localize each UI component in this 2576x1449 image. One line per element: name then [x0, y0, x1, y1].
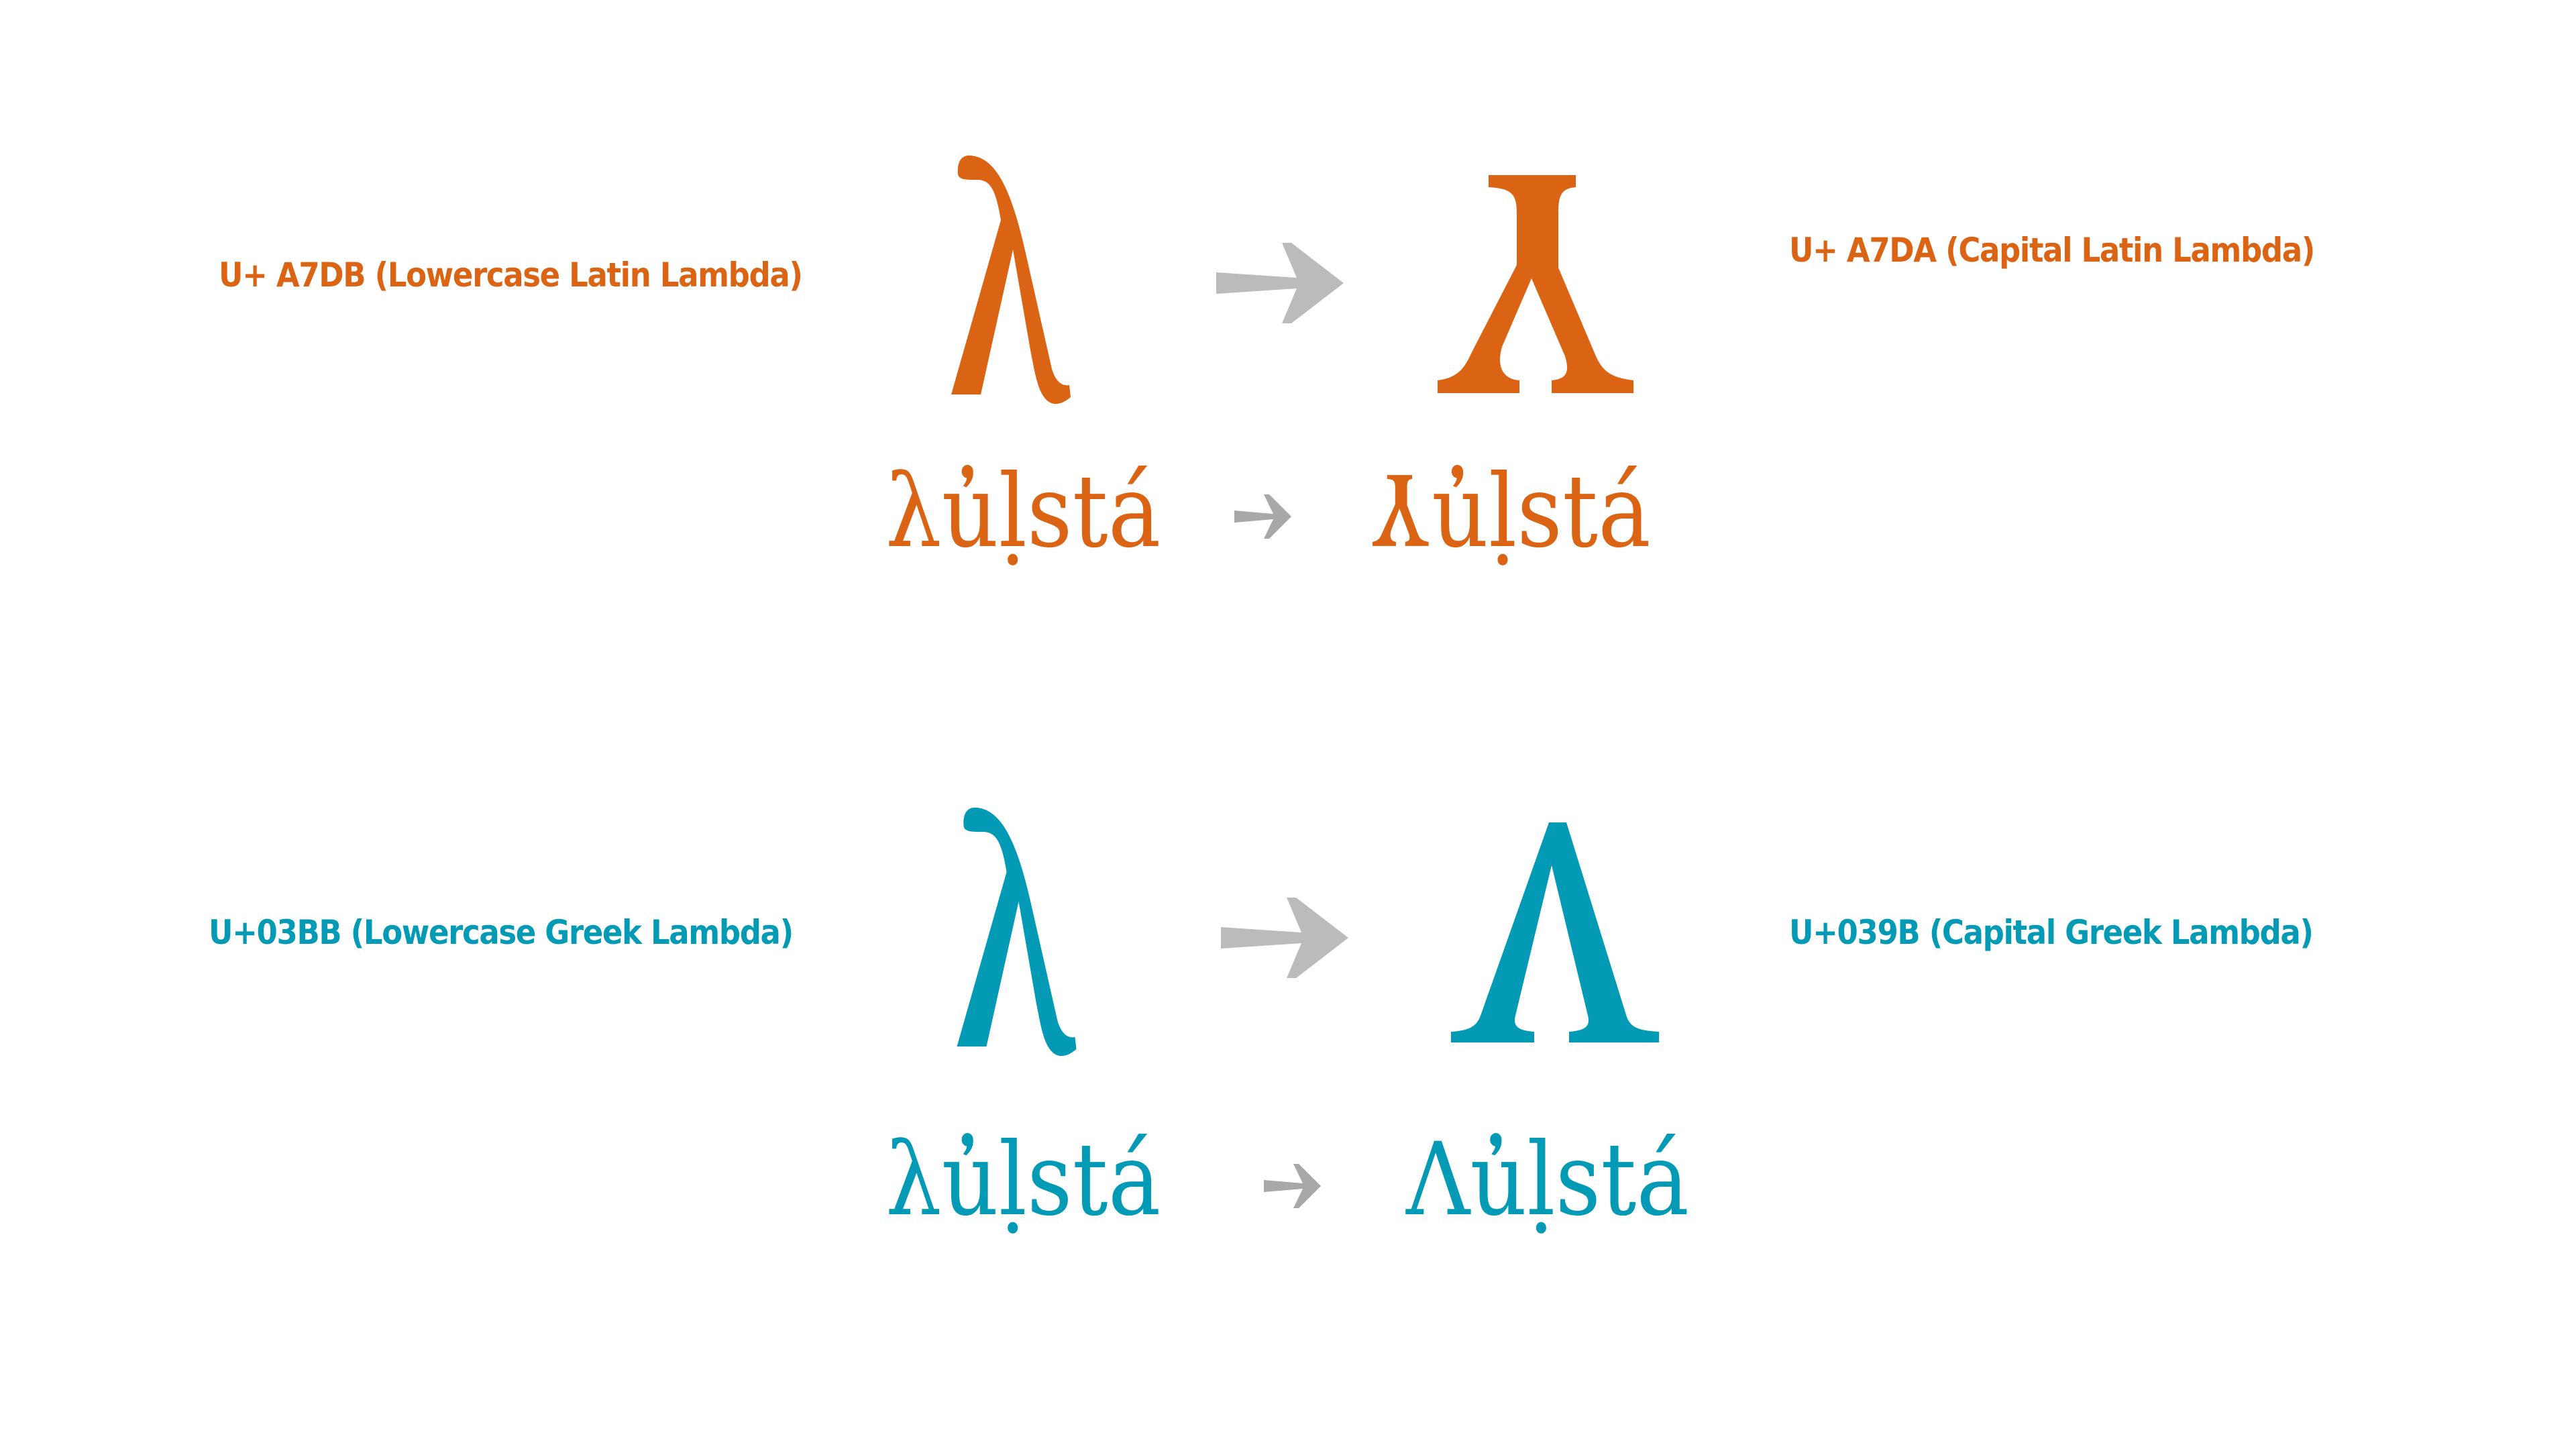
word-text: λu̓ḷstá — [885, 1122, 1161, 1238]
latin-lowercase-lambda-glyph — [951, 155, 1126, 405]
right-arrow-icon — [1264, 1164, 1321, 1208]
word-text: λu̓ḷstá — [885, 453, 1161, 570]
latin-lowercase-example-word: λu̓ḷstá — [885, 462, 1161, 562]
greek-capital-example-word: Λu̓ḷstá — [1406, 1130, 1689, 1230]
right-arrow-icon — [1234, 494, 1291, 539]
greek-capital-label: U+039B (Capital Greek Lambda) — [1789, 913, 2314, 952]
greek-capital-lambda-glyph — [1451, 822, 1659, 1042]
latin-lowercase-label: U+ A7DB (Lowercase Latin Lambda) — [219, 256, 803, 294]
right-arrow-icon — [1221, 898, 1348, 978]
word-text: Λu̓ḷstá — [1406, 1122, 1690, 1238]
latin-capital-example-word: u̓ḷstá — [1373, 462, 1651, 562]
right-arrow-icon — [1216, 243, 1344, 323]
latin-capital-lambda-glyph — [1373, 475, 1432, 546]
greek-lowercase-example-word: λu̓ḷstá — [885, 1130, 1161, 1230]
greek-lowercase-lambda-glyph — [955, 807, 1133, 1057]
word-text: u̓ḷstá — [1432, 453, 1651, 570]
latin-capital-lambda-glyph — [1438, 175, 1635, 393]
latin-capital-label: U+ A7DA (Capital Latin Lambda) — [1789, 231, 2315, 270]
greek-lowercase-label: U+03BB (Lowercase Greek Lambda) — [209, 913, 794, 952]
